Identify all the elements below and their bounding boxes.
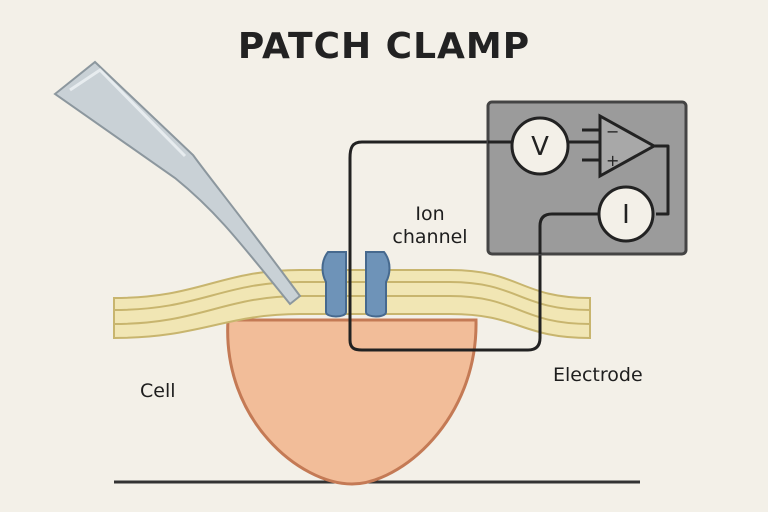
ion-channel-label-line2: channel (392, 226, 468, 248)
glass-pipette (53, 60, 302, 306)
ion-channel (321, 251, 391, 318)
ion-channel-label: Ion channel (382, 203, 478, 249)
op-amp-minus: − (606, 122, 619, 141)
ammeter-symbol: I (622, 200, 630, 230)
electrode-label: Electrode (553, 364, 643, 386)
op-amp: − + (582, 113, 658, 179)
cell-body (226, 318, 478, 486)
ion-channel-label-line1: Ion (415, 203, 445, 225)
cell-membrane (113, 269, 591, 340)
op-amp-plus: + (606, 151, 619, 170)
voltmeter: V (510, 116, 570, 176)
voltmeter-symbol: V (531, 132, 549, 162)
cell-label: Cell (140, 380, 176, 402)
diagram-title: PATCH CLAMP (237, 26, 531, 67)
ammeter: I (597, 185, 655, 243)
amplifier-box (486, 100, 688, 256)
